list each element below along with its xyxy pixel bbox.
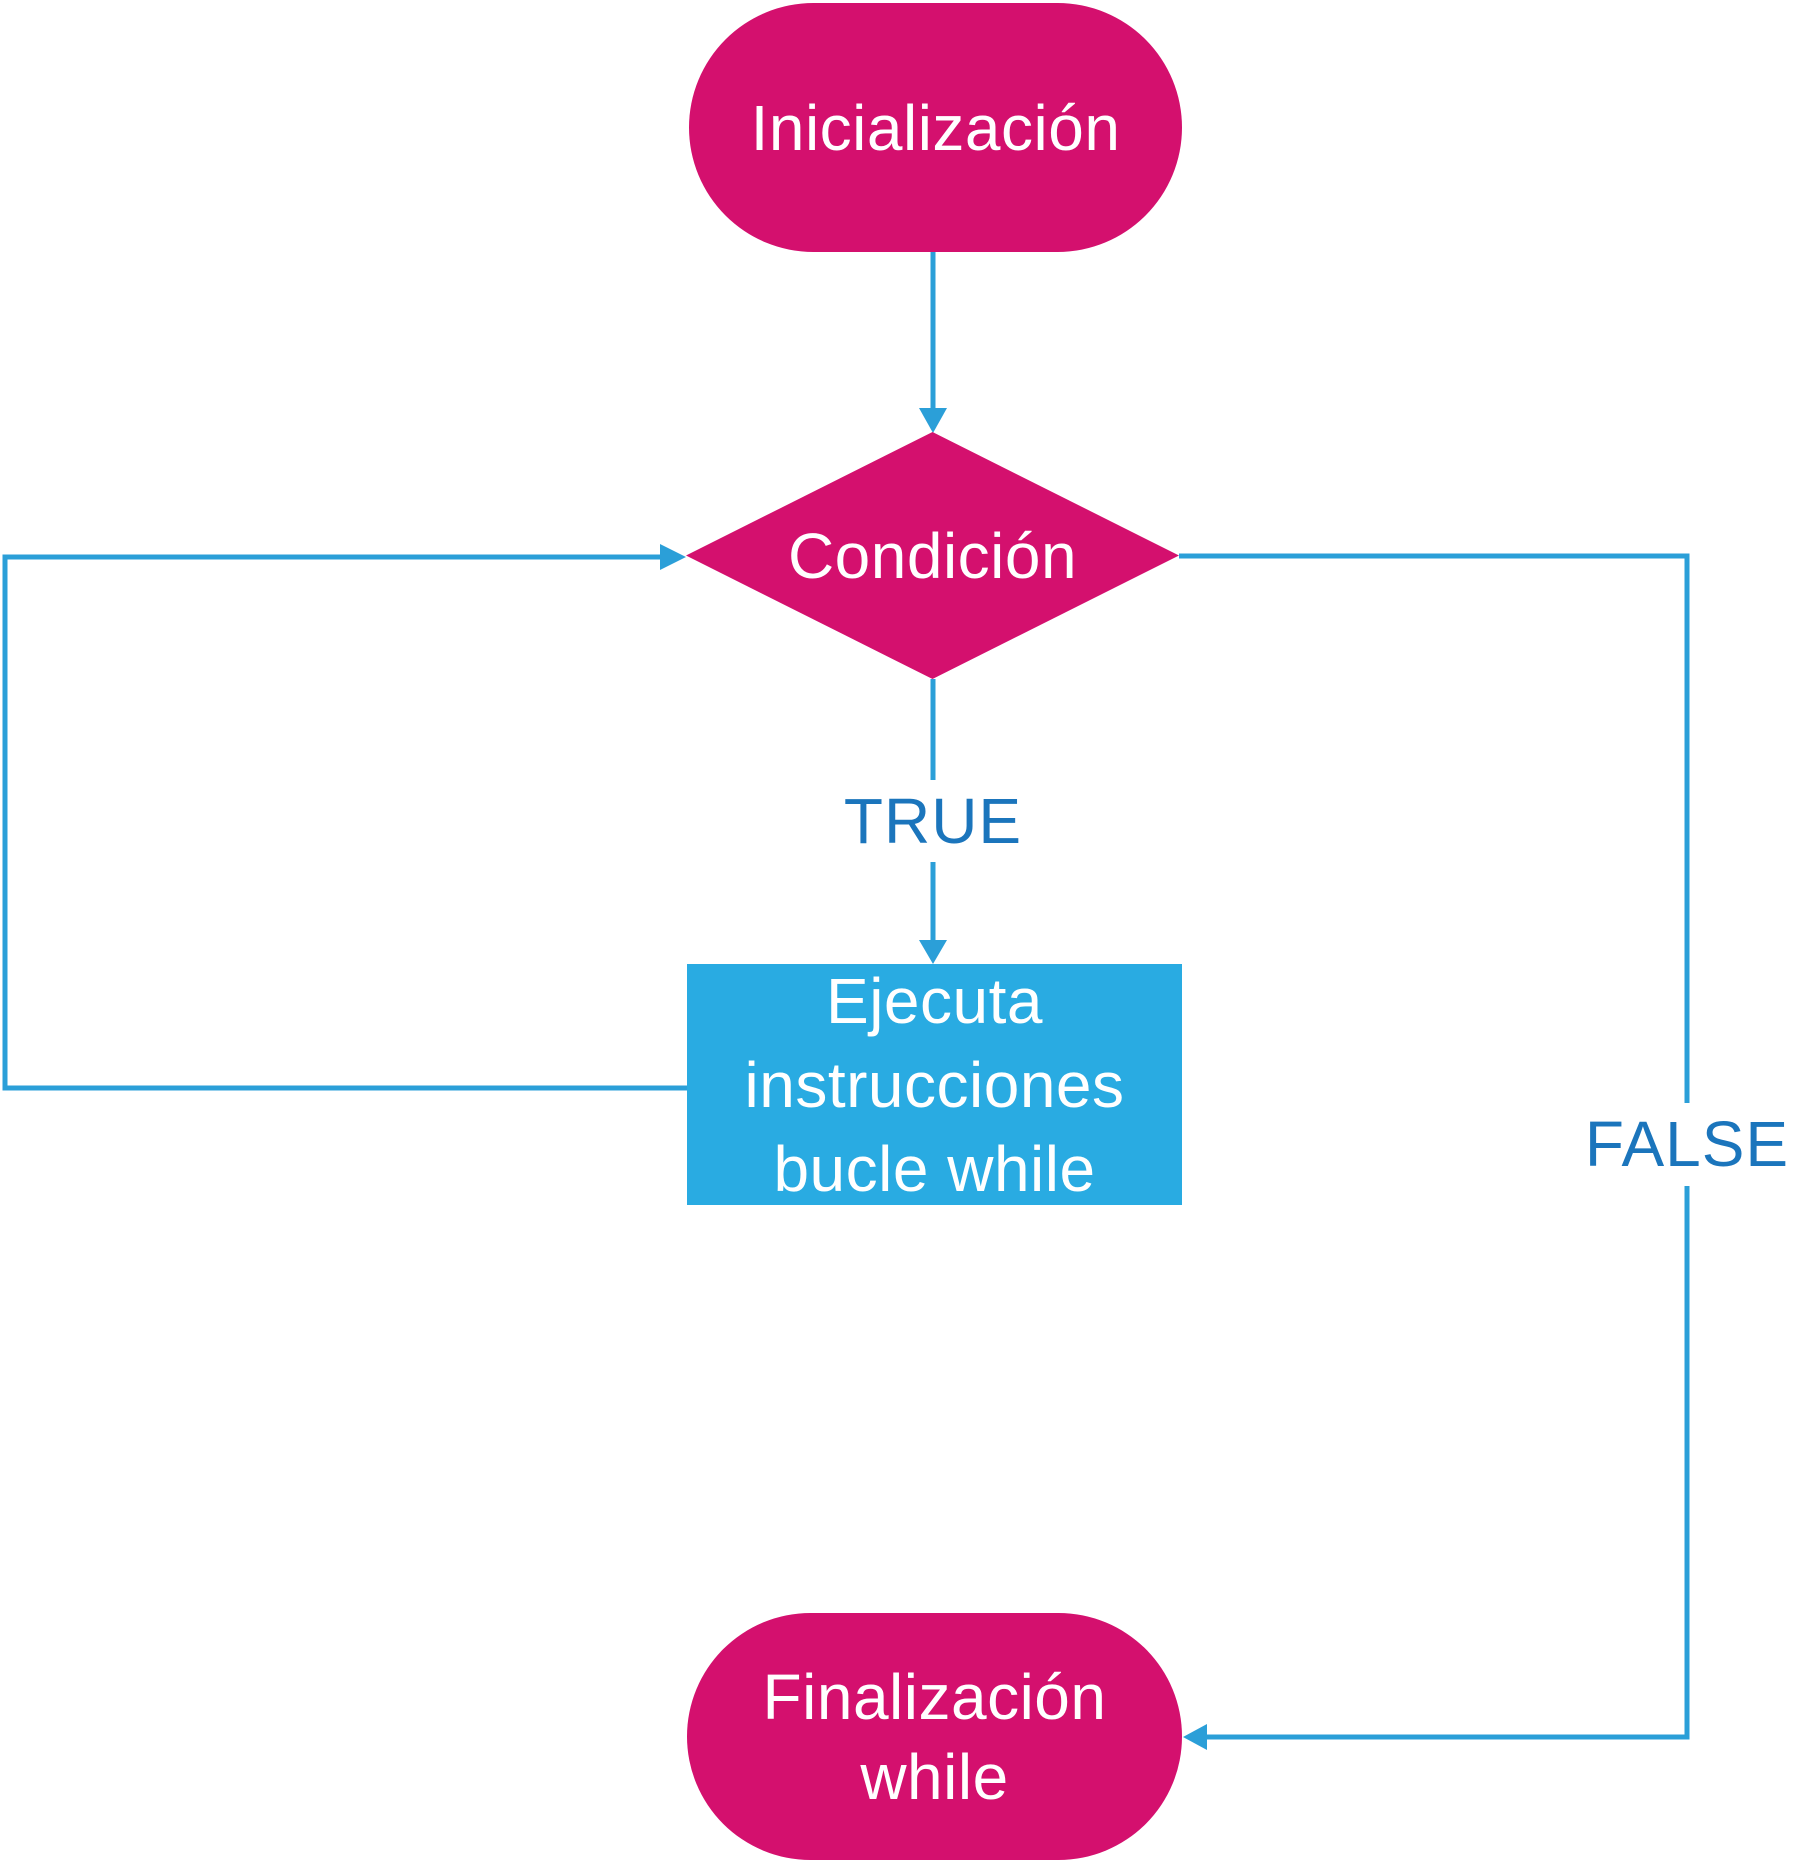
node-process-box: Ejecuta instrucciones bucle while [687, 964, 1182, 1205]
edge-condition-to-process-arrowhead [919, 940, 947, 964]
node-start-terminator: Inicialización [689, 3, 1182, 252]
edge-loop-process-to-condition-arrowhead [660, 544, 686, 570]
edge-label-true: TRUE [833, 780, 1033, 862]
node-condition-label: Condición [787, 519, 1078, 592]
edge-condition-to-end-arrowhead [1183, 1724, 1207, 1750]
edge-condition-to-end-line [1179, 553, 1690, 1740]
node-process-label-line2: instrucciones [744, 1048, 1125, 1121]
node-start-label: Inicialización [750, 91, 1121, 164]
node-end-label-line2: while [860, 1740, 1009, 1813]
edge-label-false: FALSE [1574, 1103, 1800, 1185]
node-process-label-line1: Ejecuta [826, 964, 1043, 1037]
edge-start-to-condition-arrowhead [919, 408, 947, 433]
node-process-label-line3: bucle while [773, 1132, 1096, 1205]
node-end-label-line1: Finalización [762, 1660, 1107, 1733]
edge-loop-process-to-condition-line [2, 554, 687, 1091]
node-end-terminator: Finalización while [687, 1613, 1182, 1860]
